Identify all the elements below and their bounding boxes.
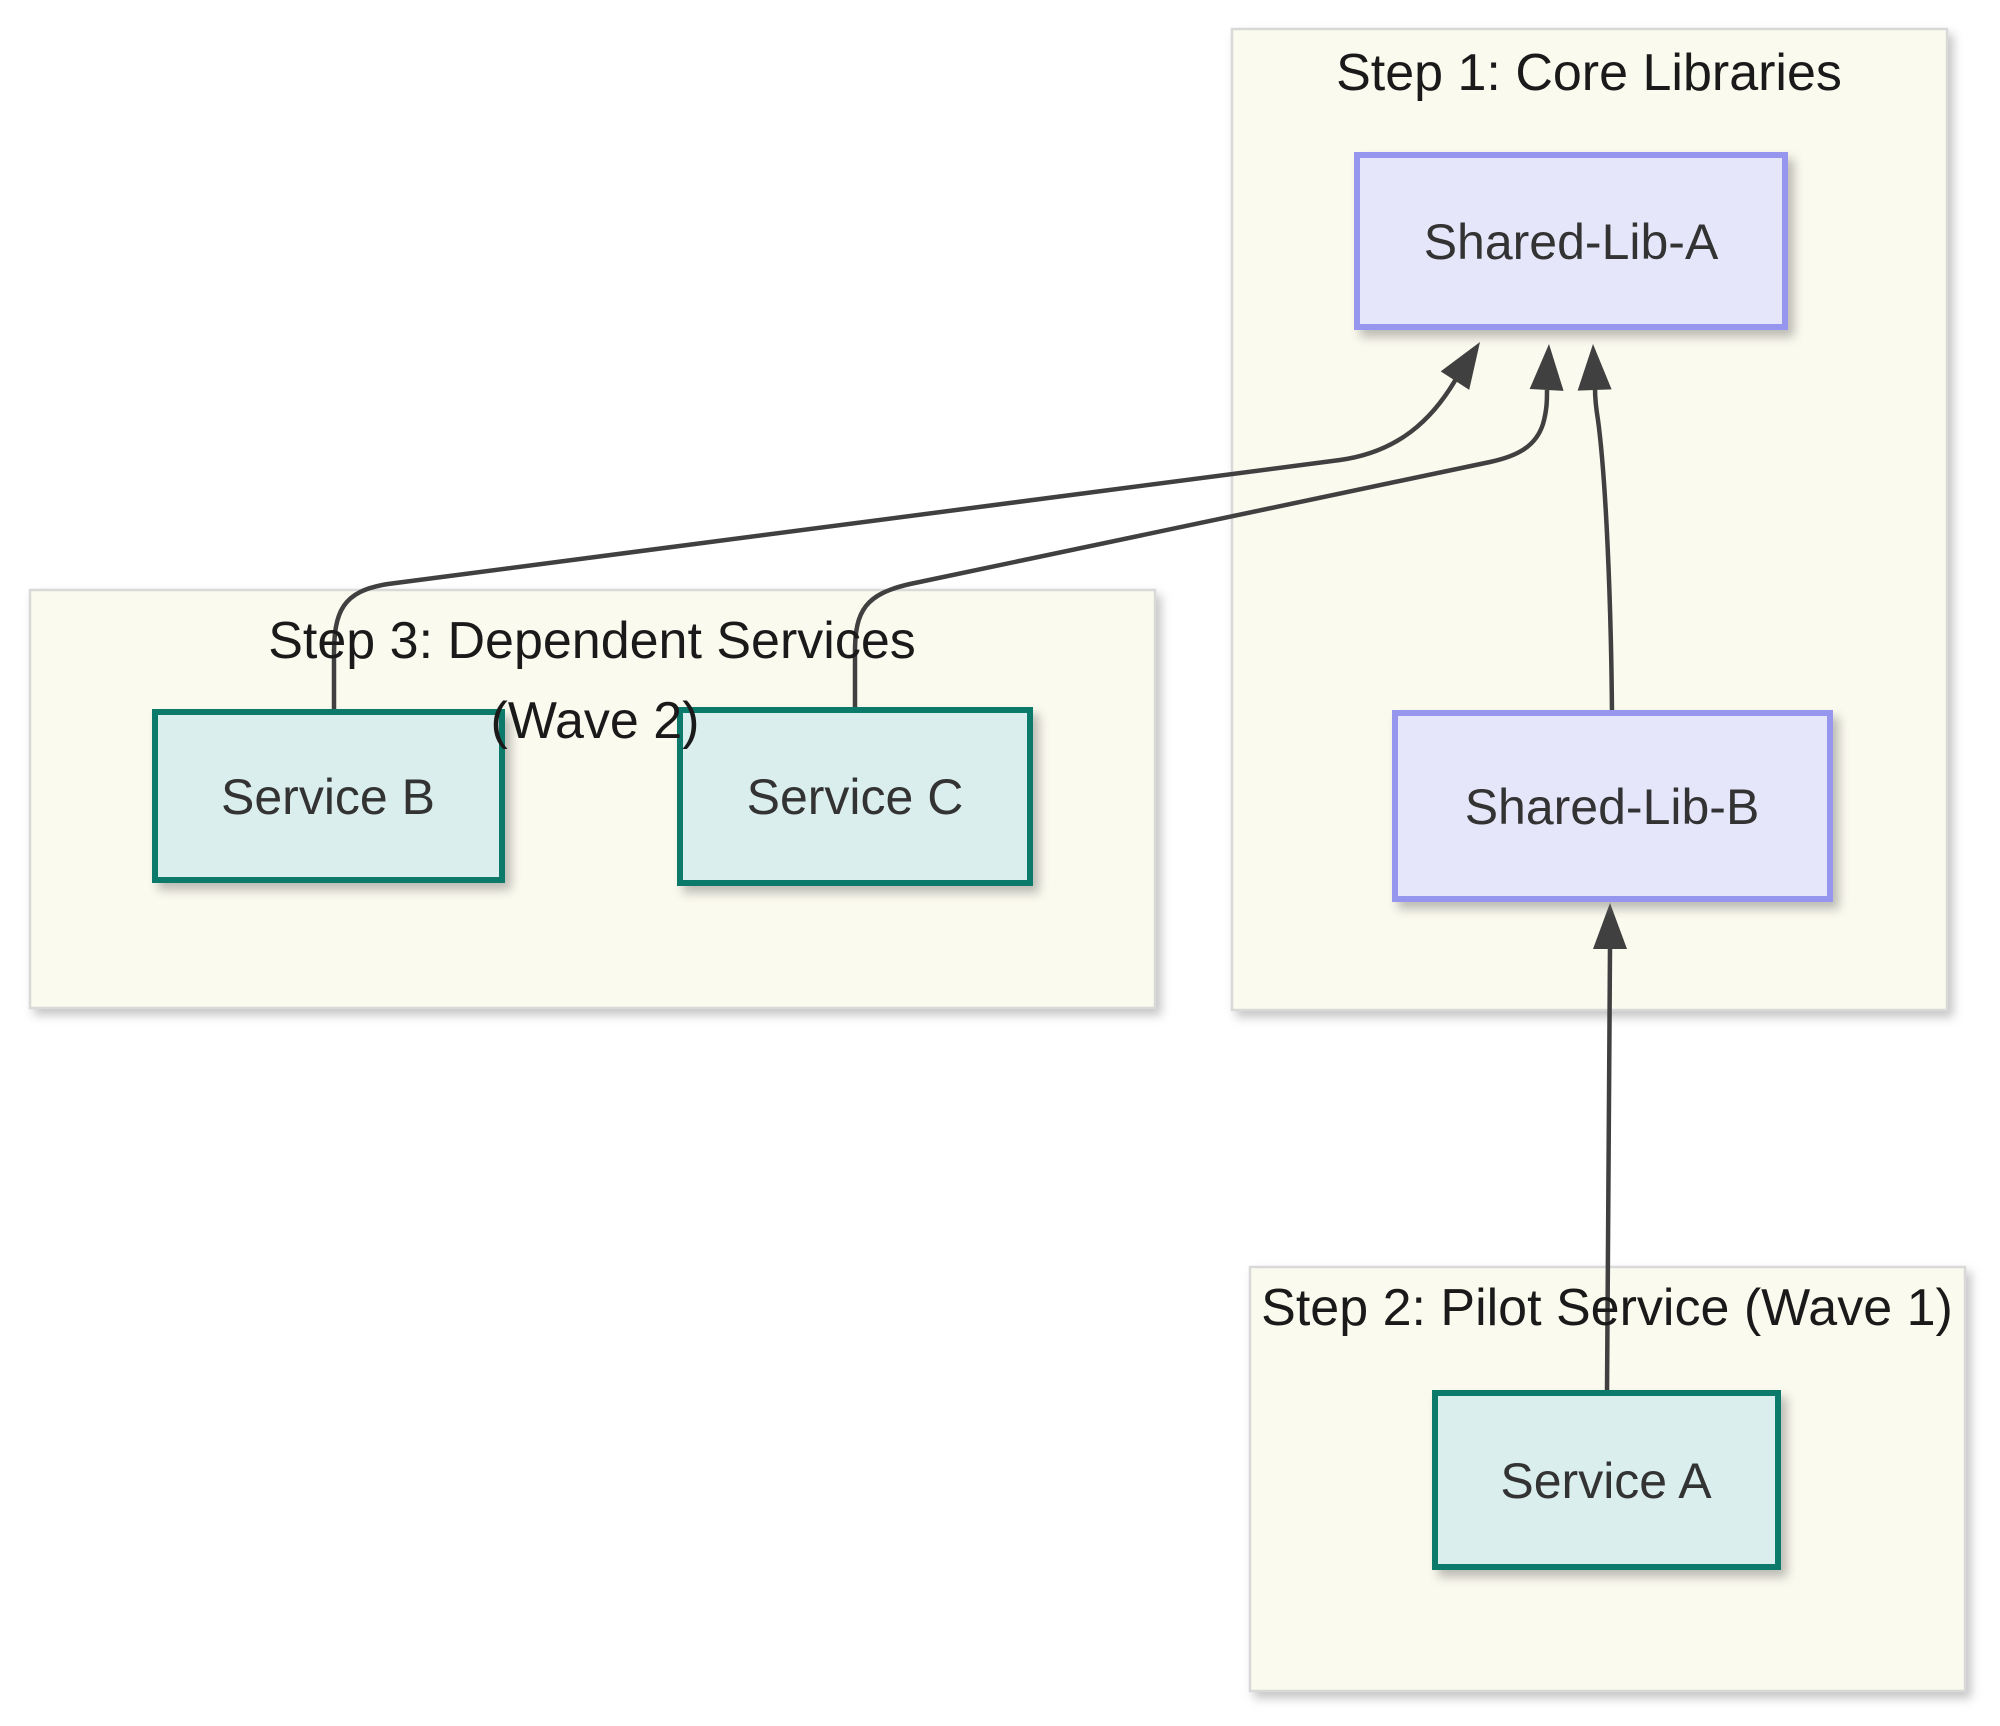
cluster-step1-title: Step 1: Core Libraries <box>1336 44 1842 102</box>
node-shared-lib-b-label: Shared-Lib-B <box>1465 779 1760 835</box>
cluster-step3-title-line1: Step 3: Dependent Services <box>268 612 916 670</box>
arrowhead-service-a-to-shared-lib-b <box>1593 903 1627 949</box>
edges <box>331 342 1627 1394</box>
edge-shared-lib-b-to-shared-lib-a <box>1592 387 1615 714</box>
arrowhead-service-b-to-shared-lib-a <box>1440 342 1480 390</box>
edge-service-a-to-shared-lib-b <box>1604 946 1613 1394</box>
node-service-a-box <box>1432 1390 1781 1570</box>
edge-service-c-to-shared-lib-a <box>852 389 1550 710</box>
node-shared-lib-a: Shared-Lib-A <box>1354 152 1788 330</box>
node-service-a-label: Service A <box>1500 1453 1712 1509</box>
node-service-c: Service C <box>677 707 1033 886</box>
node-service-b-label: Service B <box>221 769 435 825</box>
node-shared-lib-a-box <box>1354 152 1788 330</box>
arrowhead-service-c-to-shared-lib-a <box>1529 344 1564 391</box>
node-shared-lib-b-box <box>1392 710 1833 902</box>
edge-service-b-to-shared-lib-a <box>331 377 1458 712</box>
cluster-step2-title: Step 2: Pilot Service (Wave 1) <box>1261 1279 1953 1337</box>
node-shared-lib-b: Shared-Lib-B <box>1392 710 1833 902</box>
node-service-c-box <box>677 707 1033 886</box>
node-service-b-box <box>152 709 505 883</box>
node-shared-lib-a-label: Shared-Lib-A <box>1424 214 1719 270</box>
node-service-c-label: Service C <box>747 769 964 825</box>
node-service-a: Service A <box>1432 1390 1781 1570</box>
node-service-b: Service B <box>152 709 505 883</box>
arrowhead-shared-lib-b-to-shared-lib-a <box>1577 344 1612 391</box>
cluster-step3-title-line2: (Wave 2) <box>491 692 700 750</box>
